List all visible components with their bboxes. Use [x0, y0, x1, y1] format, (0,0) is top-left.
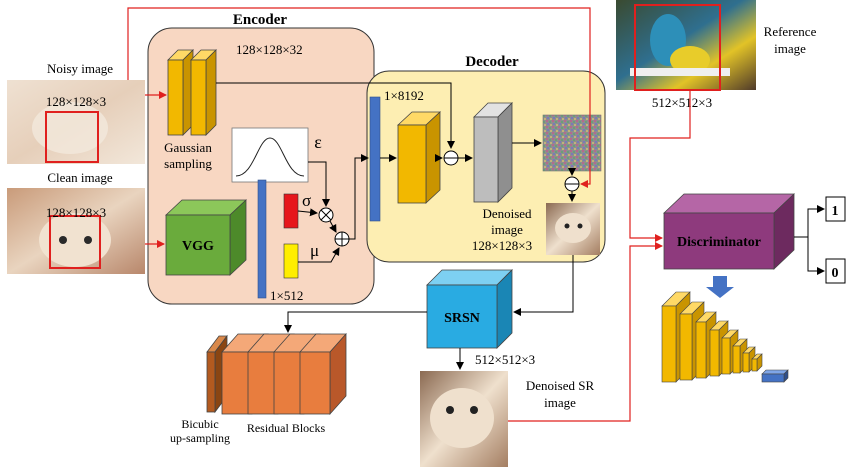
discriminator-detail-arrow	[706, 276, 734, 298]
vgg-label: VGG	[182, 239, 214, 254]
output-real-label: 1	[832, 204, 839, 219]
gaussian-label-2: sampling	[164, 156, 212, 171]
output-subtract-node	[564, 176, 580, 192]
mu-symbol: μ	[310, 241, 319, 260]
discriminator-label: Discriminator	[677, 235, 761, 250]
noisy-crop-box	[45, 111, 99, 163]
reference-crop-box	[634, 4, 721, 91]
noise-residual-map	[542, 114, 602, 172]
encoder-conv-block	[167, 49, 217, 136]
sr-output-label-2: image	[544, 395, 576, 410]
clean-crop-box	[49, 215, 101, 269]
decoder-fc-vector	[369, 96, 381, 222]
black-connectors	[216, 82, 825, 370]
decoder-title: Decoder	[465, 54, 519, 70]
denoised-sr-image	[420, 371, 508, 467]
output-fake-box	[825, 258, 846, 284]
mu-block	[283, 243, 299, 279]
noisy-image-dims: 128×128×3	[46, 94, 106, 109]
multiply-node	[318, 207, 334, 223]
noisy-image-label: Noisy image	[47, 61, 113, 76]
subtract-node	[443, 150, 459, 166]
latent-dims: 1×512	[270, 288, 303, 303]
discriminator-block	[662, 193, 796, 270]
clean-image-label: Clean image	[47, 170, 113, 185]
vgg-block	[164, 199, 248, 276]
sigma-symbol: σ	[302, 191, 311, 210]
srsn-block	[426, 269, 513, 349]
epsilon-symbol: ε	[314, 132, 322, 152]
noisy-image	[7, 80, 145, 164]
reference-label-2: image	[774, 41, 806, 56]
reference-dims: 512×512×3	[652, 95, 712, 110]
denoised-label-1: Denoised	[482, 206, 532, 221]
encoder-conv-dims: 128×128×32	[236, 42, 303, 57]
bicubic-label-1: Bicubic	[181, 417, 218, 431]
clean-image-dims: 128×128×3	[46, 205, 106, 220]
reference-image	[616, 0, 756, 91]
residual-blocks	[221, 332, 347, 416]
denoised-image	[546, 203, 600, 255]
sigma-block	[283, 193, 299, 229]
decoder-fc-dims: 1×8192	[384, 88, 424, 103]
clean-image	[7, 188, 145, 274]
latent-vector	[257, 179, 267, 299]
srsn-output-dims: 512×512×3	[475, 352, 535, 367]
reference-label-1: Reference	[764, 24, 817, 39]
red-connectors	[127, 7, 691, 422]
discriminator-cnn-layers	[661, 291, 789, 383]
denoised-dims: 128×128×3	[472, 238, 532, 253]
residual-blocks-label: Residual Blocks	[247, 421, 326, 435]
denoised-label-2: image	[491, 222, 523, 237]
output-fake-label: 0	[832, 266, 839, 281]
gaussian-curve-box	[231, 127, 309, 183]
decoder-grey-block	[473, 102, 513, 203]
sr-output-label-1: Denoised SR	[526, 378, 595, 393]
decoder-conv-block	[396, 111, 442, 204]
encoder-title: Encoder	[233, 12, 288, 28]
add-node	[334, 231, 350, 247]
bicubic-label-2: up-sampling	[170, 431, 230, 445]
srsn-label: SRSN	[444, 311, 480, 326]
output-real-box	[825, 196, 846, 222]
gaussian-label-1: Gaussian	[164, 140, 212, 155]
